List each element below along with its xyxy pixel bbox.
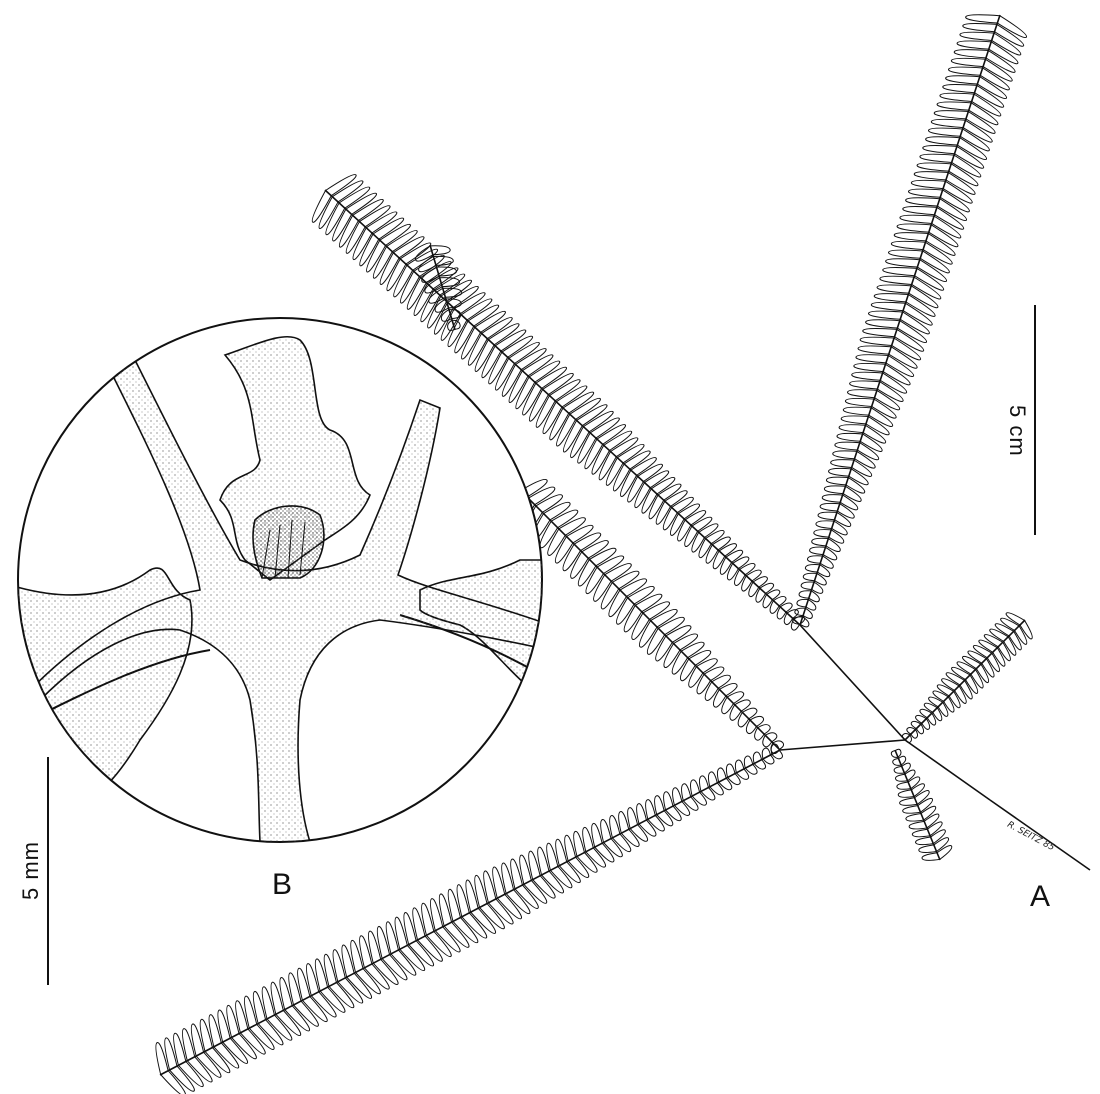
fern-frond: [155, 14, 1091, 1094]
frond-scale-label: 5 cm: [1005, 405, 1030, 457]
panel-label-b: B: [272, 868, 293, 901]
detail-magnification: [17, 317, 543, 843]
detail-scale-label: 5 mm: [18, 841, 43, 900]
panel-label-a: A: [1030, 880, 1051, 913]
